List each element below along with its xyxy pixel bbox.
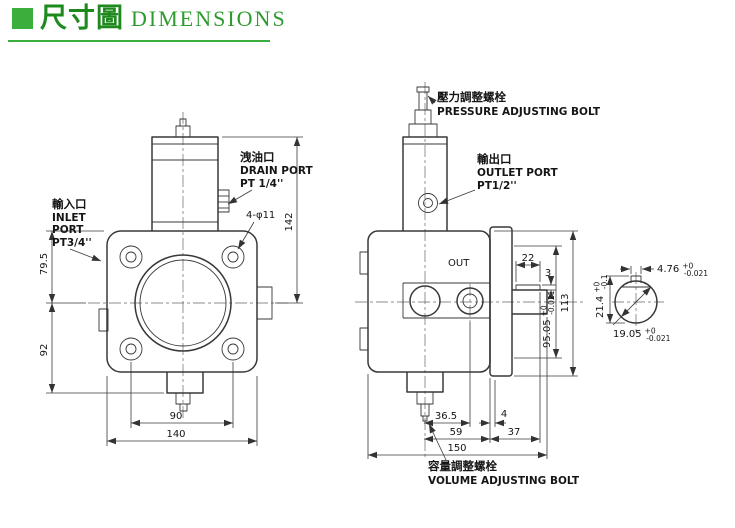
side-view-callouts: 壓力調整螺栓 PRESSURE ADJUSTING BOLT 輸出口 OUTLE…: [427, 90, 601, 487]
svg-text:142: 142: [284, 212, 295, 231]
front-view-dimensions: 142 79.5 92 90 140: [39, 136, 303, 446]
title-english: DIMENSIONS: [131, 5, 287, 31]
label-inlet-port-en2: PORT: [52, 224, 84, 236]
label-pressure-bolt-en: PRESSURE ADJUSTING BOLT: [437, 106, 601, 118]
dim-21-4: 21.4+0-0.1: [593, 274, 610, 318]
label-inlet-port-size: PT3/4'': [52, 237, 92, 249]
dim-4-76: 4.76+0-0.021: [657, 262, 708, 279]
label-outlet-port-size: PT1/2'': [477, 180, 517, 192]
label-volume-bolt-zh: 容量調整螺栓: [427, 459, 497, 473]
front-view: 142 79.5 92 90 140 洩油口: [39, 112, 314, 446]
dim-4: 4: [501, 409, 507, 420]
dim-59: 59: [450, 427, 463, 438]
shaft-detail-dimensions: 4.76+0-0.021 21.4+0-0.1 19.05+0-0.021: [593, 262, 709, 344]
label-outlet-port-en: OUTLET PORT: [477, 167, 559, 179]
dim-142: 142: [284, 212, 295, 231]
side-view-dimensions: 22 3 95.05+0-0.021 113: [367, 230, 578, 459]
svg-text:79.5: 79.5: [39, 253, 50, 275]
bolt-hole-bottom-right: [221, 337, 245, 361]
dim-95-05: 95.05+0-0.021: [540, 290, 557, 348]
bolt-hole-top-right: [221, 245, 245, 269]
page-header: 尺寸圖 DIMENSIONS: [12, 5, 287, 32]
pump-body-front: [98, 118, 273, 412]
bolt-hole-top-left: [119, 245, 143, 269]
label-inlet-port-en1: INLET: [52, 212, 87, 224]
dim-37: 37: [508, 427, 521, 438]
dim-22: 22: [522, 253, 535, 264]
side-view: 22 3 95.05+0-0.021 113: [355, 82, 601, 487]
label-inlet-port-zh: 輸入口: [52, 197, 87, 211]
svg-text:113: 113: [560, 293, 571, 312]
label-drain-port-en: DRAIN PORT: [240, 165, 314, 177]
header-underline: [8, 40, 270, 42]
label-drain-port-size: PT 1/4'': [240, 178, 283, 190]
svg-text:21.4+0-0.1: 21.4+0-0.1: [593, 274, 610, 318]
shaft-end-detail: 4.76+0-0.021 21.4+0-0.1 19.05+0-0.021: [593, 262, 709, 344]
dim-150: 150: [447, 443, 466, 454]
dim-113: 113: [560, 293, 571, 312]
bullet-square-icon: [12, 8, 33, 29]
front-view-centerlines: [88, 112, 288, 420]
dim-19-05: 19.05+0-0.021: [613, 327, 671, 344]
front-view-callouts: 洩油口 DRAIN PORT PT 1/4'' 4-φ11 輸入口 INLET …: [52, 150, 314, 262]
svg-text:92: 92: [39, 344, 50, 357]
label-volume-bolt-en: VOLUME ADJUSTING BOLT: [428, 475, 580, 487]
label-pressure-bolt-zh: 壓力調整螺栓: [437, 90, 506, 104]
bolt-hole-bottom-left: [119, 337, 143, 361]
dim-92: 92: [39, 344, 50, 357]
dim-3: 3: [545, 268, 551, 279]
svg-text:95.05+0-0.021: 95.05+0-0.021: [540, 290, 557, 348]
dim-140: 140: [166, 429, 185, 440]
dim-90: 90: [170, 411, 183, 422]
pump-body-side: [359, 86, 548, 422]
label-bolt-holes: 4-φ11: [246, 210, 275, 221]
dim-36-5: 36.5: [435, 411, 457, 422]
title-chinese: 尺寸圖: [40, 3, 124, 34]
label-outlet-port-zh: 輸出口: [477, 152, 512, 166]
label-drain-port-zh: 洩油口: [240, 150, 275, 164]
label-out: OUT: [448, 258, 470, 269]
dim-79-5: 79.5: [39, 253, 50, 275]
